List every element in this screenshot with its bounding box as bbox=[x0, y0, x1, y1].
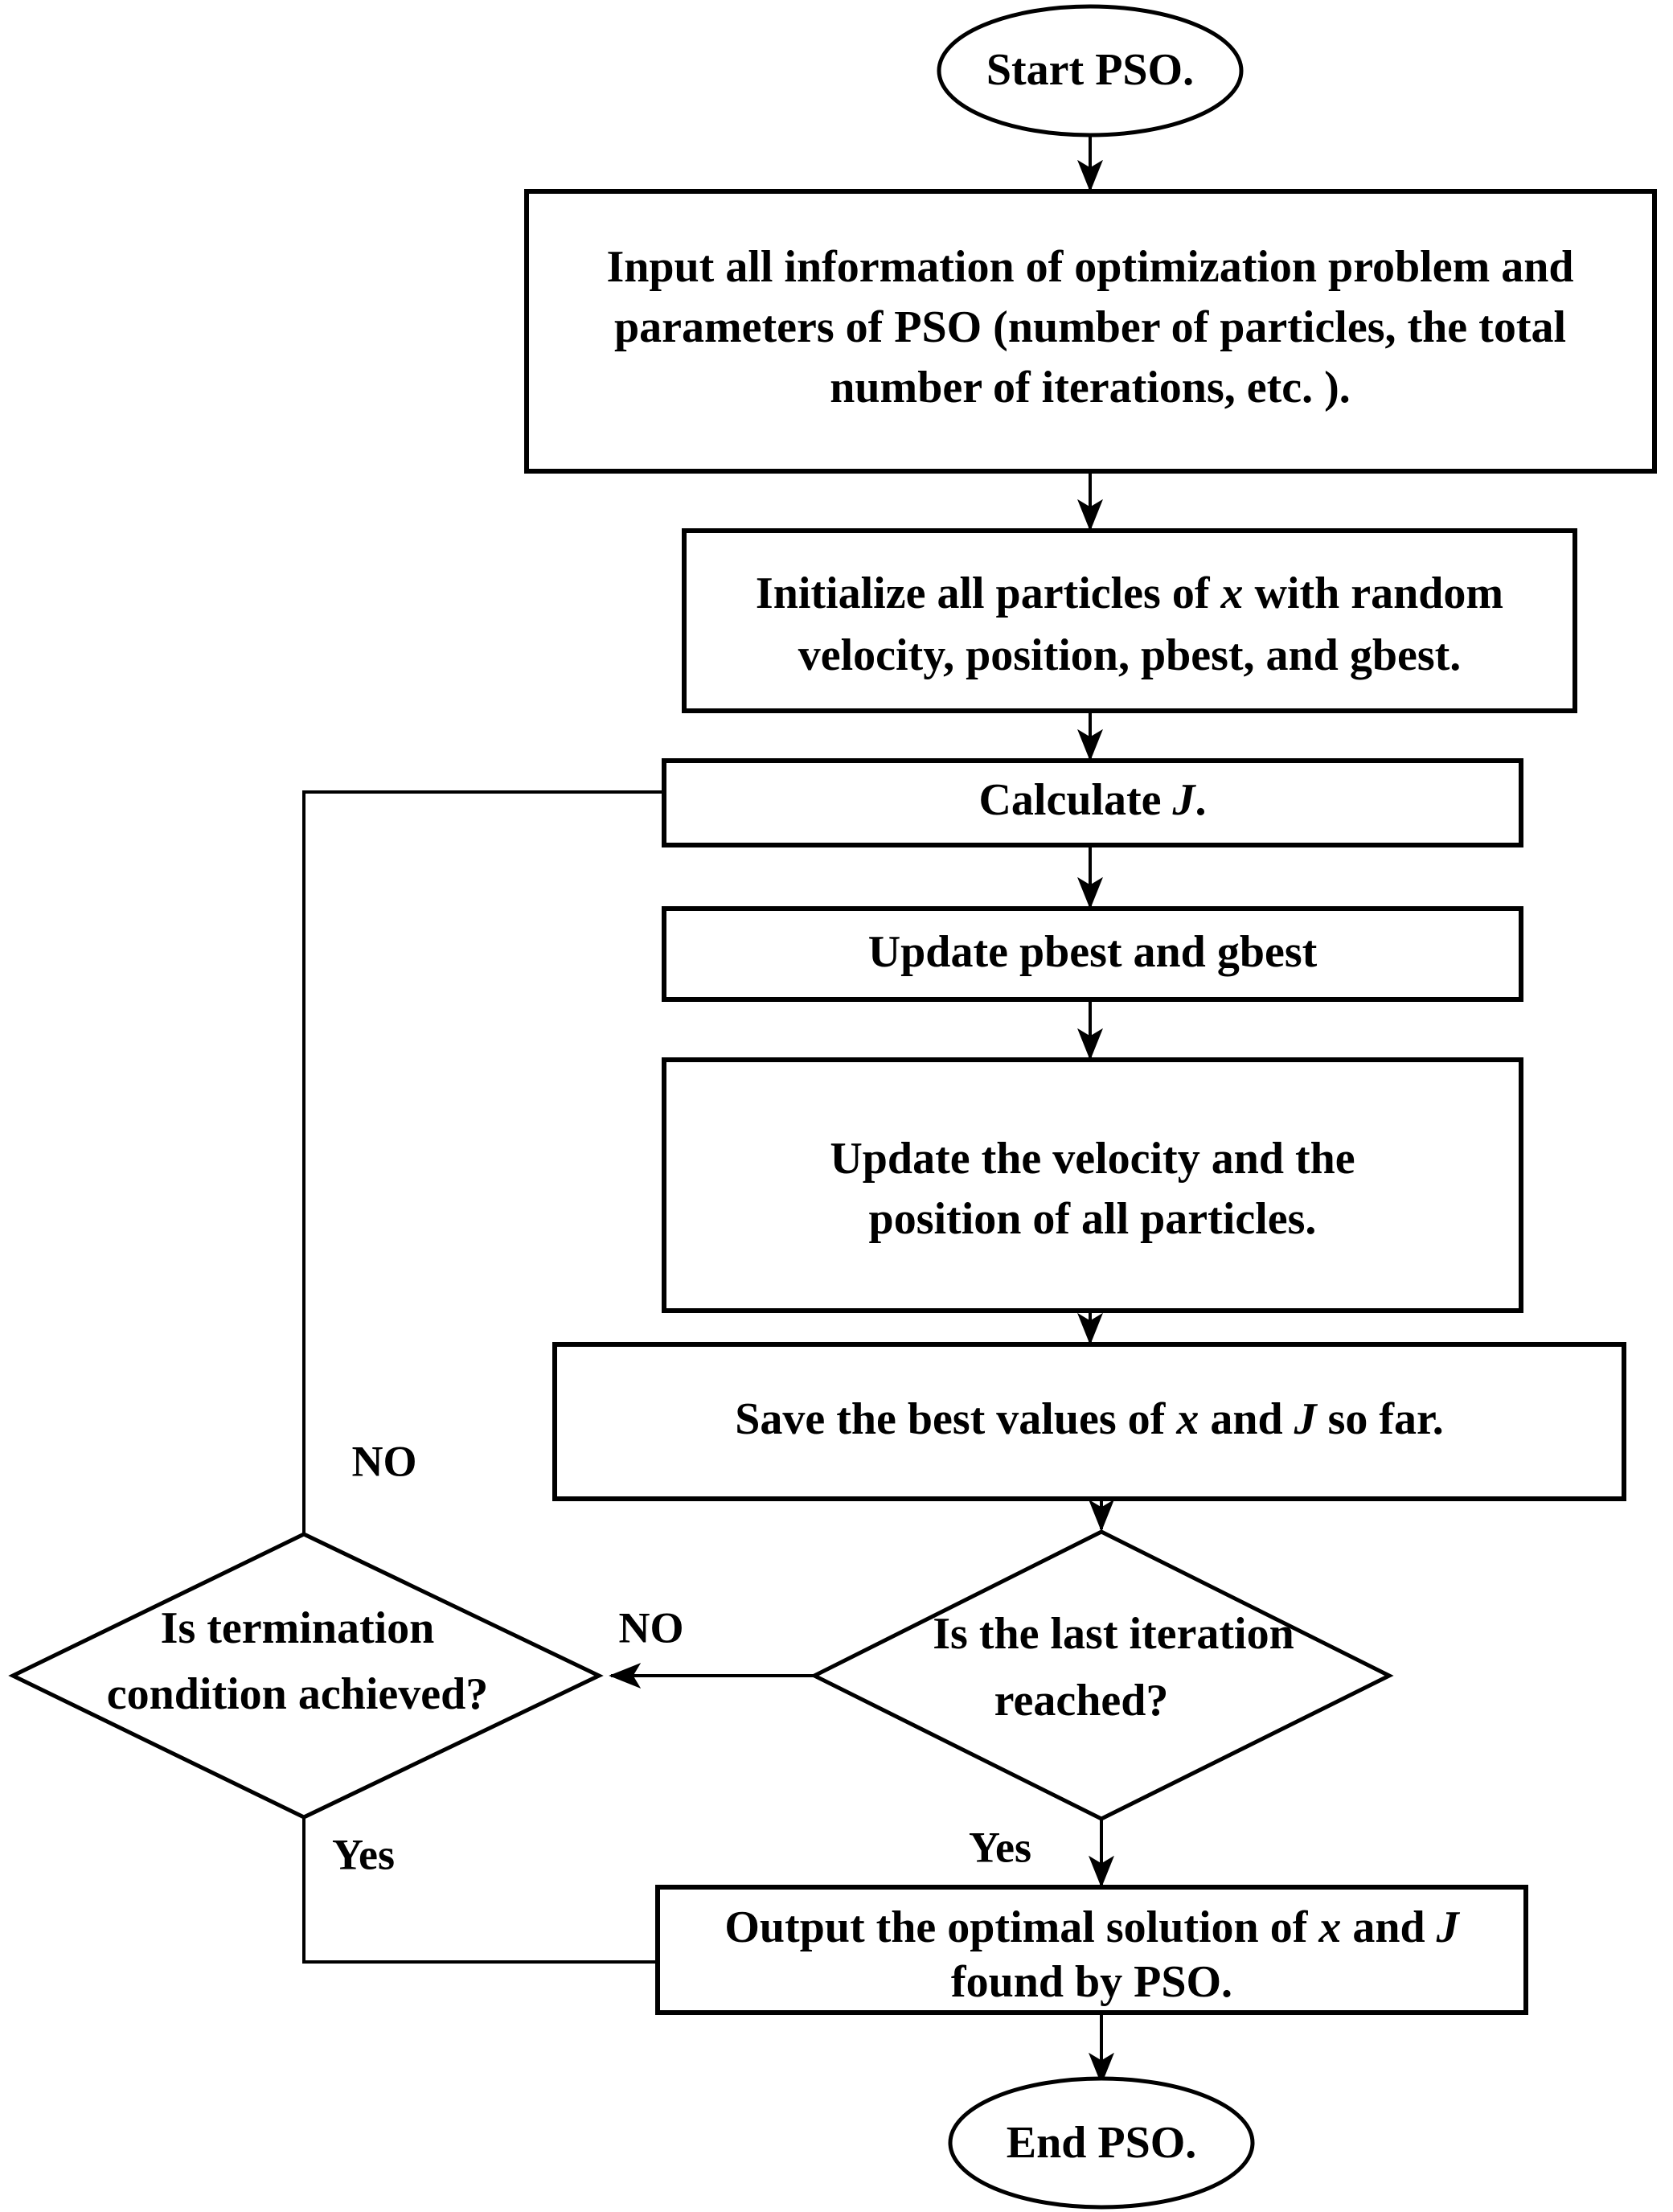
node-calculate-j-label-b: . bbox=[1195, 775, 1207, 825]
node-update-best-label: Update pbest and gbest bbox=[868, 927, 1318, 977]
node-update-best[interactable]: Update pbest and gbest bbox=[662, 906, 1523, 1002]
edge-label-lastiteration-yes: Yes bbox=[969, 1823, 1031, 1871]
node-save-best-label: Save the best values of x and J so far. bbox=[735, 1394, 1444, 1444]
node-initialize-line1-b: with random bbox=[1243, 568, 1503, 618]
node-save-best-var1: x bbox=[1175, 1394, 1199, 1444]
node-output-line1: Output the optimal solution of x and J bbox=[724, 1902, 1460, 1952]
node-output-line1-a: Output the optimal solution of bbox=[724, 1902, 1318, 1952]
edge-label-termination-no: NO bbox=[352, 1437, 417, 1485]
node-update-velocity-line1: Update the velocity and the bbox=[830, 1134, 1355, 1184]
node-end[interactable]: End PSO. bbox=[948, 2076, 1255, 2210]
node-output-mid: and bbox=[1341, 1902, 1436, 1952]
node-initialize-line1-var: x bbox=[1220, 568, 1243, 618]
node-last-iteration-line1: Is the last iteration bbox=[933, 1609, 1294, 1659]
node-calculate-j[interactable]: Calculate J. bbox=[662, 758, 1523, 847]
node-termination-line1: Is termination bbox=[161, 1603, 435, 1653]
node-end-label: End PSO. bbox=[1007, 2118, 1197, 2168]
node-update-velocity[interactable]: Update the velocity and the position of … bbox=[662, 1057, 1523, 1313]
node-start[interactable]: Start PSO. bbox=[937, 4, 1244, 137]
node-output-var2: J bbox=[1436, 1902, 1461, 1952]
node-input-params-line2: parameters of PSO (number of particles, … bbox=[614, 302, 1566, 352]
node-save-best-label-a: Save the best values of bbox=[735, 1394, 1176, 1444]
node-termination-line2: condition achieved? bbox=[107, 1669, 488, 1719]
node-last-iteration-line2: reached? bbox=[994, 1676, 1169, 1726]
node-calculate-j-label: Calculate J. bbox=[978, 775, 1206, 825]
node-save-best-var2: J bbox=[1294, 1394, 1318, 1444]
node-save-best-mid: and bbox=[1199, 1394, 1294, 1444]
node-update-velocity-line2: position of all particles. bbox=[869, 1194, 1317, 1244]
node-termination[interactable]: Is termination condition achieved? bbox=[8, 1532, 604, 1820]
node-initialize-line2: velocity, position, pbest, and gbest. bbox=[798, 630, 1462, 680]
edge-label-termination-yes: Yes bbox=[332, 1830, 395, 1878]
node-output-var1: x bbox=[1318, 1902, 1341, 1952]
node-calculate-j-label-a: Calculate bbox=[978, 775, 1172, 825]
node-save-best[interactable]: Save the best values of x and J so far. bbox=[552, 1342, 1626, 1501]
edge-label-lastiteration-no: NO bbox=[619, 1603, 684, 1652]
node-calculate-j-label-var: J bbox=[1172, 775, 1197, 825]
node-output-line2: found by PSO. bbox=[951, 1957, 1232, 2007]
node-output[interactable]: Output the optimal solution of x and J f… bbox=[655, 1885, 1528, 2015]
node-initialize-line1: Initialize all particles of x with rando… bbox=[756, 568, 1503, 618]
node-input-params-line1: Input all information of optimization pr… bbox=[606, 242, 1573, 292]
node-initialize[interactable]: Initialize all particles of x with rando… bbox=[682, 528, 1577, 713]
node-start-label: Start PSO. bbox=[986, 45, 1194, 95]
node-input-params-line3: number of iterations, etc. ). bbox=[830, 363, 1351, 412]
node-initialize-line1-a: Initialize all particles of bbox=[756, 568, 1221, 618]
node-input-params[interactable]: Input all information of optimization pr… bbox=[524, 189, 1657, 474]
node-last-iteration[interactable]: Is the last iteration reached? bbox=[810, 1529, 1394, 1821]
node-save-best-label-b: so far. bbox=[1317, 1394, 1444, 1444]
